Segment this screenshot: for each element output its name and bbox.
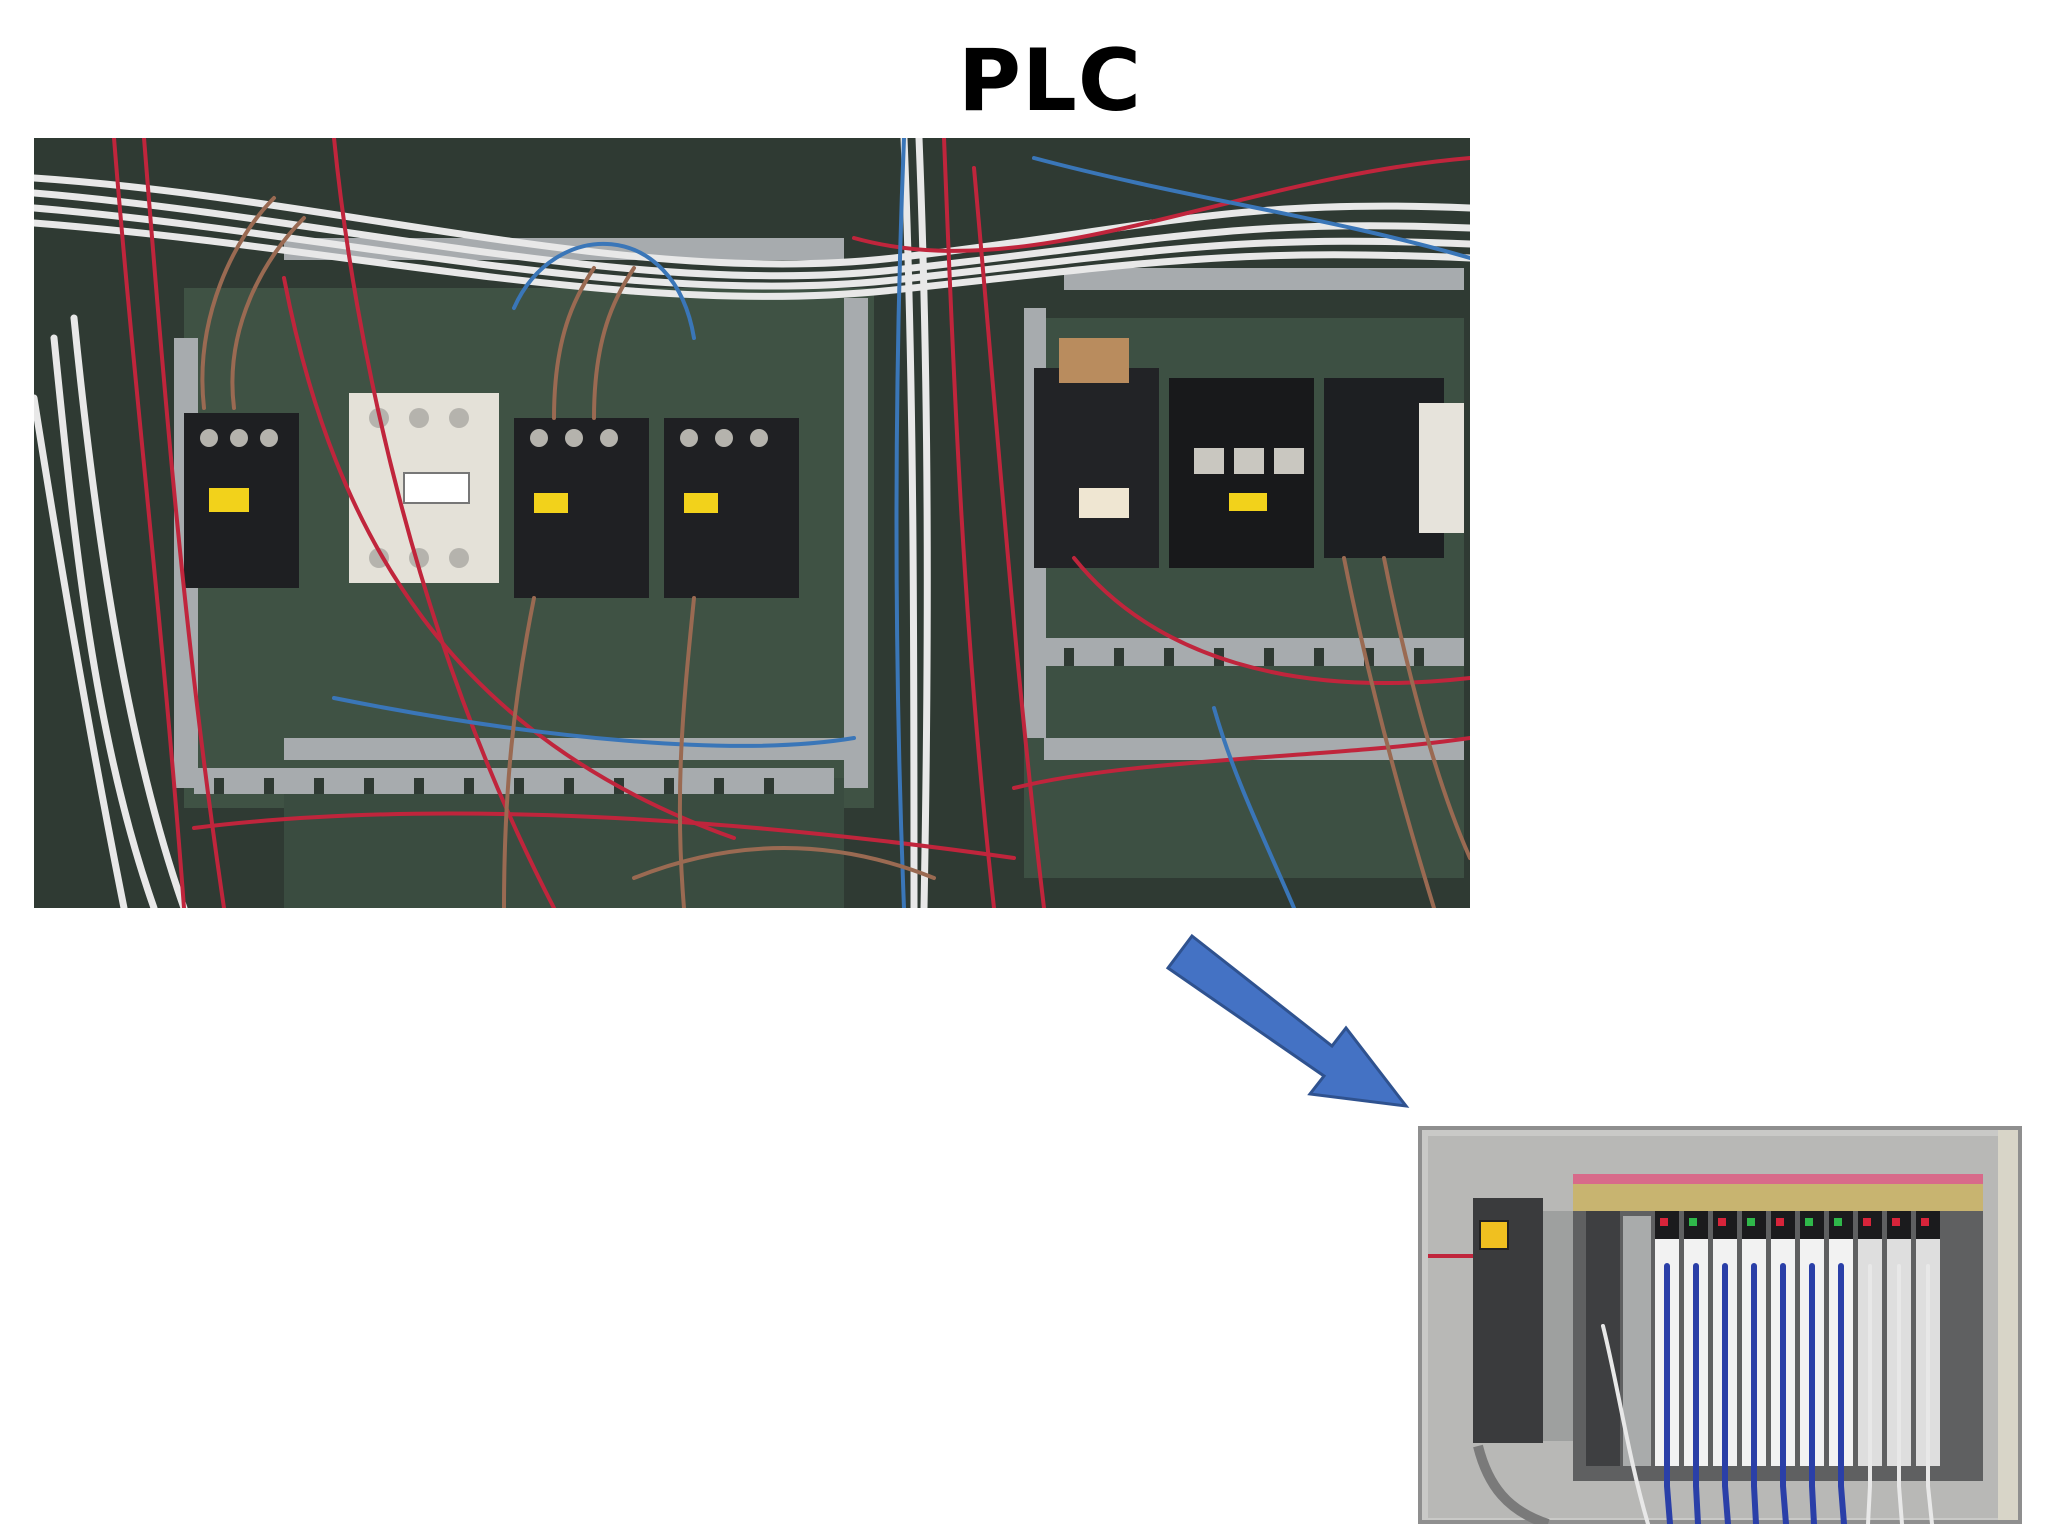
slide-title: PLC: [958, 31, 1142, 131]
relay-wiring-panel-photo: [34, 138, 1470, 908]
arrow-down-right-icon: [1165, 933, 1410, 1108]
plc-rack-photo: [1418, 1126, 2022, 1524]
